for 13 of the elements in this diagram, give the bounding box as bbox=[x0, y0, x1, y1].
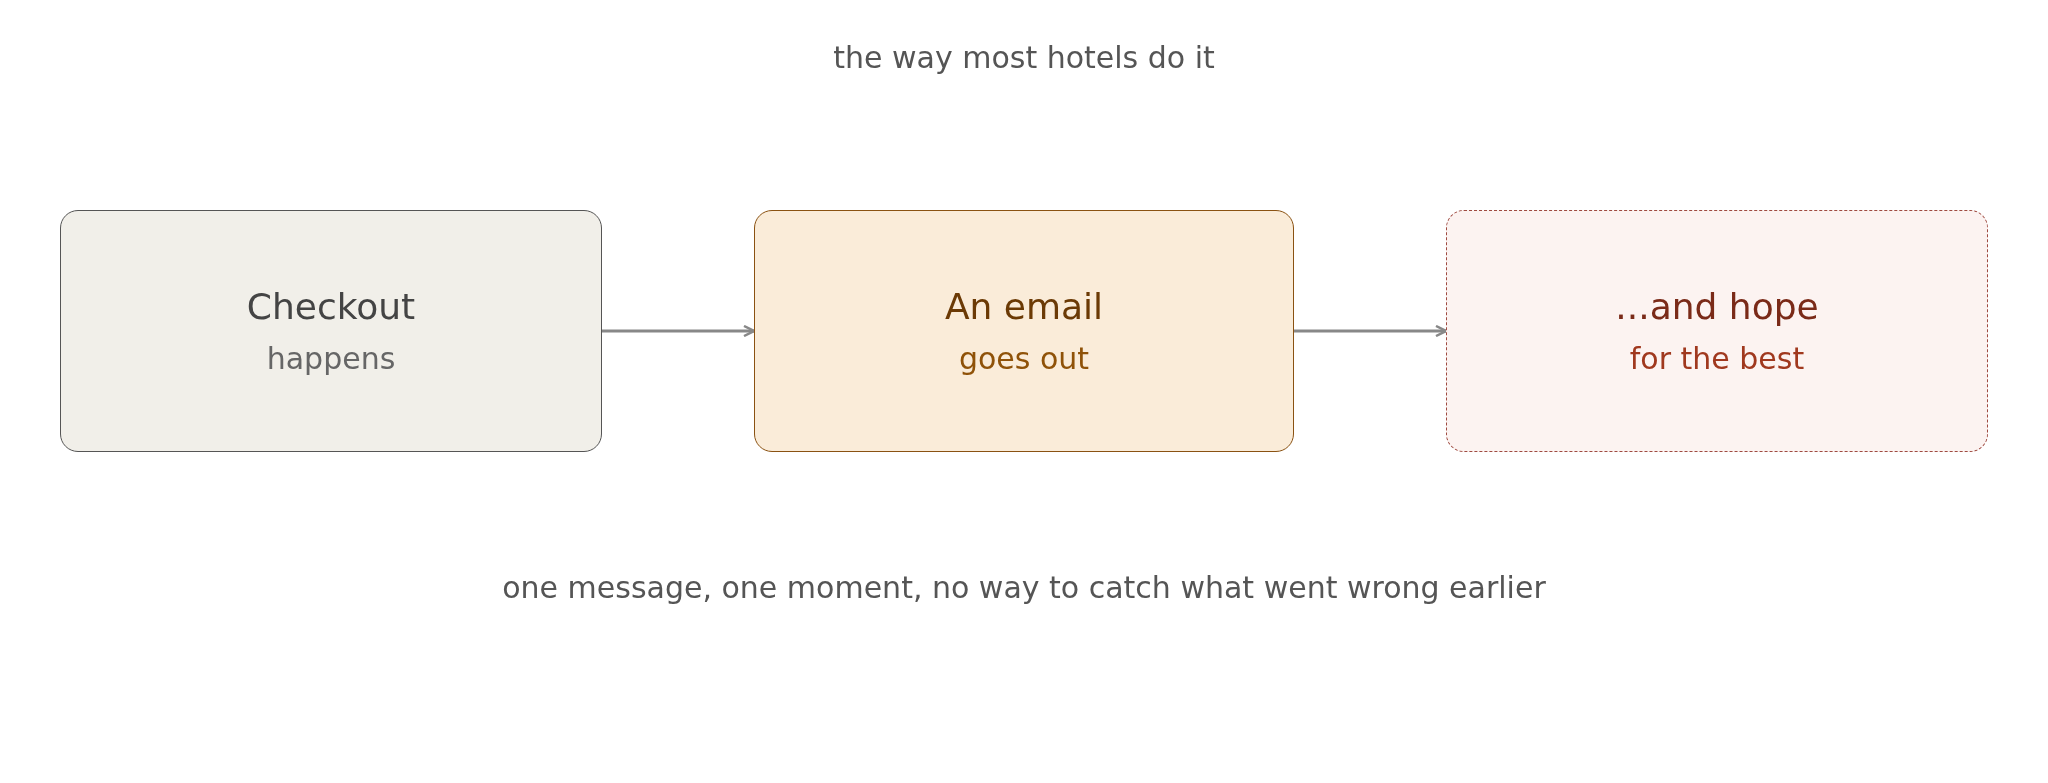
box-subtext: happens bbox=[266, 341, 396, 376]
diagram-caption: one message, one moment, no way to catch what went wrong earlier bbox=[501, 570, 1547, 605]
box-subtext: goes out bbox=[958, 341, 1090, 376]
box-heading: ...and hope bbox=[1615, 286, 1819, 327]
arrow bbox=[1294, 324, 1448, 338]
process-box bbox=[1446, 210, 1988, 452]
process-box bbox=[60, 210, 602, 452]
diagram-title: the way most hotels do it bbox=[832, 40, 1216, 75]
box-subtext: for the best bbox=[1629, 341, 1805, 376]
box-heading: Checkout bbox=[246, 286, 416, 327]
box-heading: An email bbox=[944, 286, 1104, 327]
arrow bbox=[602, 324, 756, 338]
process-box bbox=[754, 210, 1294, 452]
